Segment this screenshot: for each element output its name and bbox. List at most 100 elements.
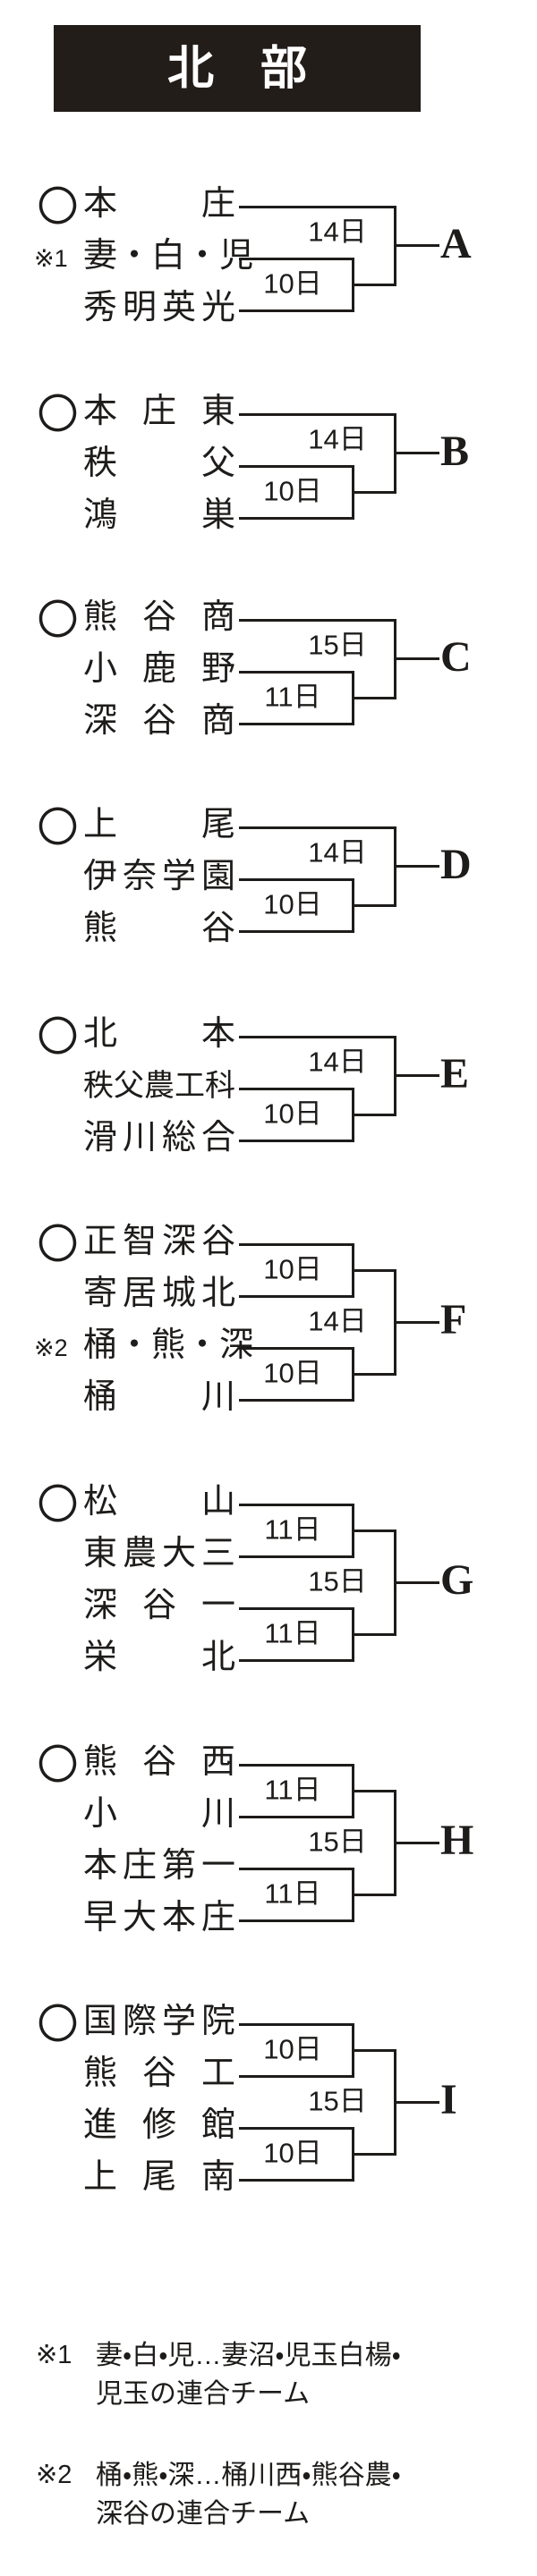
group-letter: D — [440, 840, 472, 888]
team-name: 国際学院 — [83, 2003, 235, 2040]
team-row: 鴻巣 — [0, 492, 421, 544]
team-row: 伊奈学園 — [0, 853, 421, 905]
bracket-line — [239, 1555, 354, 1558]
team-row: 本庄第一 — [0, 1843, 421, 1894]
bracket-line — [352, 1893, 396, 1896]
bracket-line — [239, 464, 354, 468]
team-row: 東農大三 — [0, 1530, 421, 1582]
team-row: 寄居城北 — [0, 1270, 421, 1322]
team-name: 早大本庄 — [83, 1899, 235, 1936]
bracket-line — [239, 2022, 354, 2026]
bracket-line — [394, 244, 439, 247]
match-date: 14日 — [308, 1046, 367, 1078]
team-row: 進修館 — [0, 2102, 421, 2154]
match-date: 15日 — [308, 629, 367, 661]
bracket-line — [352, 903, 396, 907]
match-date: 10日 — [263, 2137, 322, 2169]
team-row: 小川 — [0, 1791, 421, 1843]
bracket-line — [239, 618, 396, 622]
bracket-line — [239, 1087, 354, 1090]
team-name: 伊奈学園 — [83, 858, 235, 895]
team-row: 秀明英光 — [0, 284, 421, 336]
team-name: 上尾 — [83, 806, 235, 843]
match-date: 10日 — [263, 267, 322, 300]
bracket-line — [394, 865, 439, 868]
team-row: 桶川 — [0, 1374, 421, 1426]
team-name: 本庄東 — [83, 393, 235, 430]
bracket-line — [352, 1789, 396, 1792]
team-name: 妻・白・児 — [83, 237, 254, 275]
match-date: 10日 — [263, 1357, 322, 1389]
bracket-line — [394, 1074, 439, 1077]
group-letter: B — [440, 427, 470, 475]
bracket-line — [239, 826, 396, 829]
team-name: 小川 — [83, 1795, 235, 1833]
footnote-mark: ※1 — [36, 2341, 72, 2369]
team-name: 栄北 — [83, 1639, 235, 1676]
team-row: 〇熊谷西 — [0, 1739, 421, 1791]
team-row: 〇本庄東 — [0, 388, 421, 440]
bracket-line — [239, 1139, 354, 1142]
team-name: 正智深谷 — [83, 1223, 235, 1260]
group-letter: F — [440, 1296, 467, 1344]
match-date: 15日 — [308, 1565, 367, 1597]
match-date: 14日 — [308, 1305, 367, 1337]
footnote-text: 妻・白・児…妻沼・児玉白楊・児玉の連合チーム — [96, 2336, 401, 2413]
bracket-line — [239, 1035, 396, 1038]
team-name: 鴻巣 — [83, 496, 235, 534]
bracket-line — [239, 670, 354, 674]
team-row: 秩父農工科 — [0, 1063, 421, 1114]
team-name: 本庄第一 — [83, 1847, 235, 1885]
footnote-line: 深谷の連合チーム — [96, 2499, 311, 2529]
bracket-line — [352, 1268, 396, 1272]
bracket-line — [394, 1580, 439, 1584]
team-row: 栄北 — [0, 1634, 421, 1686]
bracket-line — [394, 657, 439, 660]
bracket-line — [352, 490, 396, 494]
match-date: 11日 — [264, 681, 321, 713]
bracket-line — [239, 1867, 354, 1870]
bracket-line — [239, 205, 396, 208]
match-date: 10日 — [263, 1253, 322, 1285]
group-letter: H — [440, 1817, 474, 1865]
footnote-text: 桶・熊・深…桶川西・熊谷農・深谷の連合チーム — [96, 2456, 401, 2533]
bracket-line — [239, 877, 354, 881]
team-name: 北本 — [83, 1015, 235, 1053]
team-row: 深谷一 — [0, 1582, 421, 1634]
team-name: 深谷一 — [83, 1587, 235, 1624]
bracket-line — [239, 412, 396, 416]
match-date: 10日 — [263, 475, 322, 507]
team-row: 〇本庄 — [0, 181, 421, 233]
seed-mark: 〇 — [37, 391, 79, 437]
bracket-line — [239, 1346, 354, 1350]
team-row: 小鹿野 — [0, 646, 421, 698]
team-name: 滑川総合 — [83, 1119, 235, 1157]
bracket-line — [394, 1841, 439, 1844]
team-row: 〇北本 — [0, 1011, 421, 1063]
team-name: 熊谷工 — [83, 2055, 235, 2092]
team-name: 松山 — [83, 1483, 235, 1521]
match-date: 11日 — [264, 1877, 321, 1910]
seed-mark: 〇 — [37, 804, 79, 851]
team-row: 〇熊谷商 — [0, 594, 421, 646]
team-name: 秩父 — [83, 445, 235, 482]
team-row: 秩父 — [0, 440, 421, 492]
seed-mark: 〇 — [37, 1221, 79, 1267]
bracket-line — [239, 309, 354, 312]
bracket-line — [394, 1320, 439, 1324]
bracket-line — [352, 2048, 396, 2052]
bracket-line — [239, 2074, 354, 2078]
region-title: 北部 — [166, 42, 354, 95]
bracket-line — [352, 1529, 396, 1532]
match-date: 14日 — [308, 836, 367, 869]
seed-mark: 〇 — [37, 597, 79, 643]
bracket-line — [394, 452, 439, 454]
